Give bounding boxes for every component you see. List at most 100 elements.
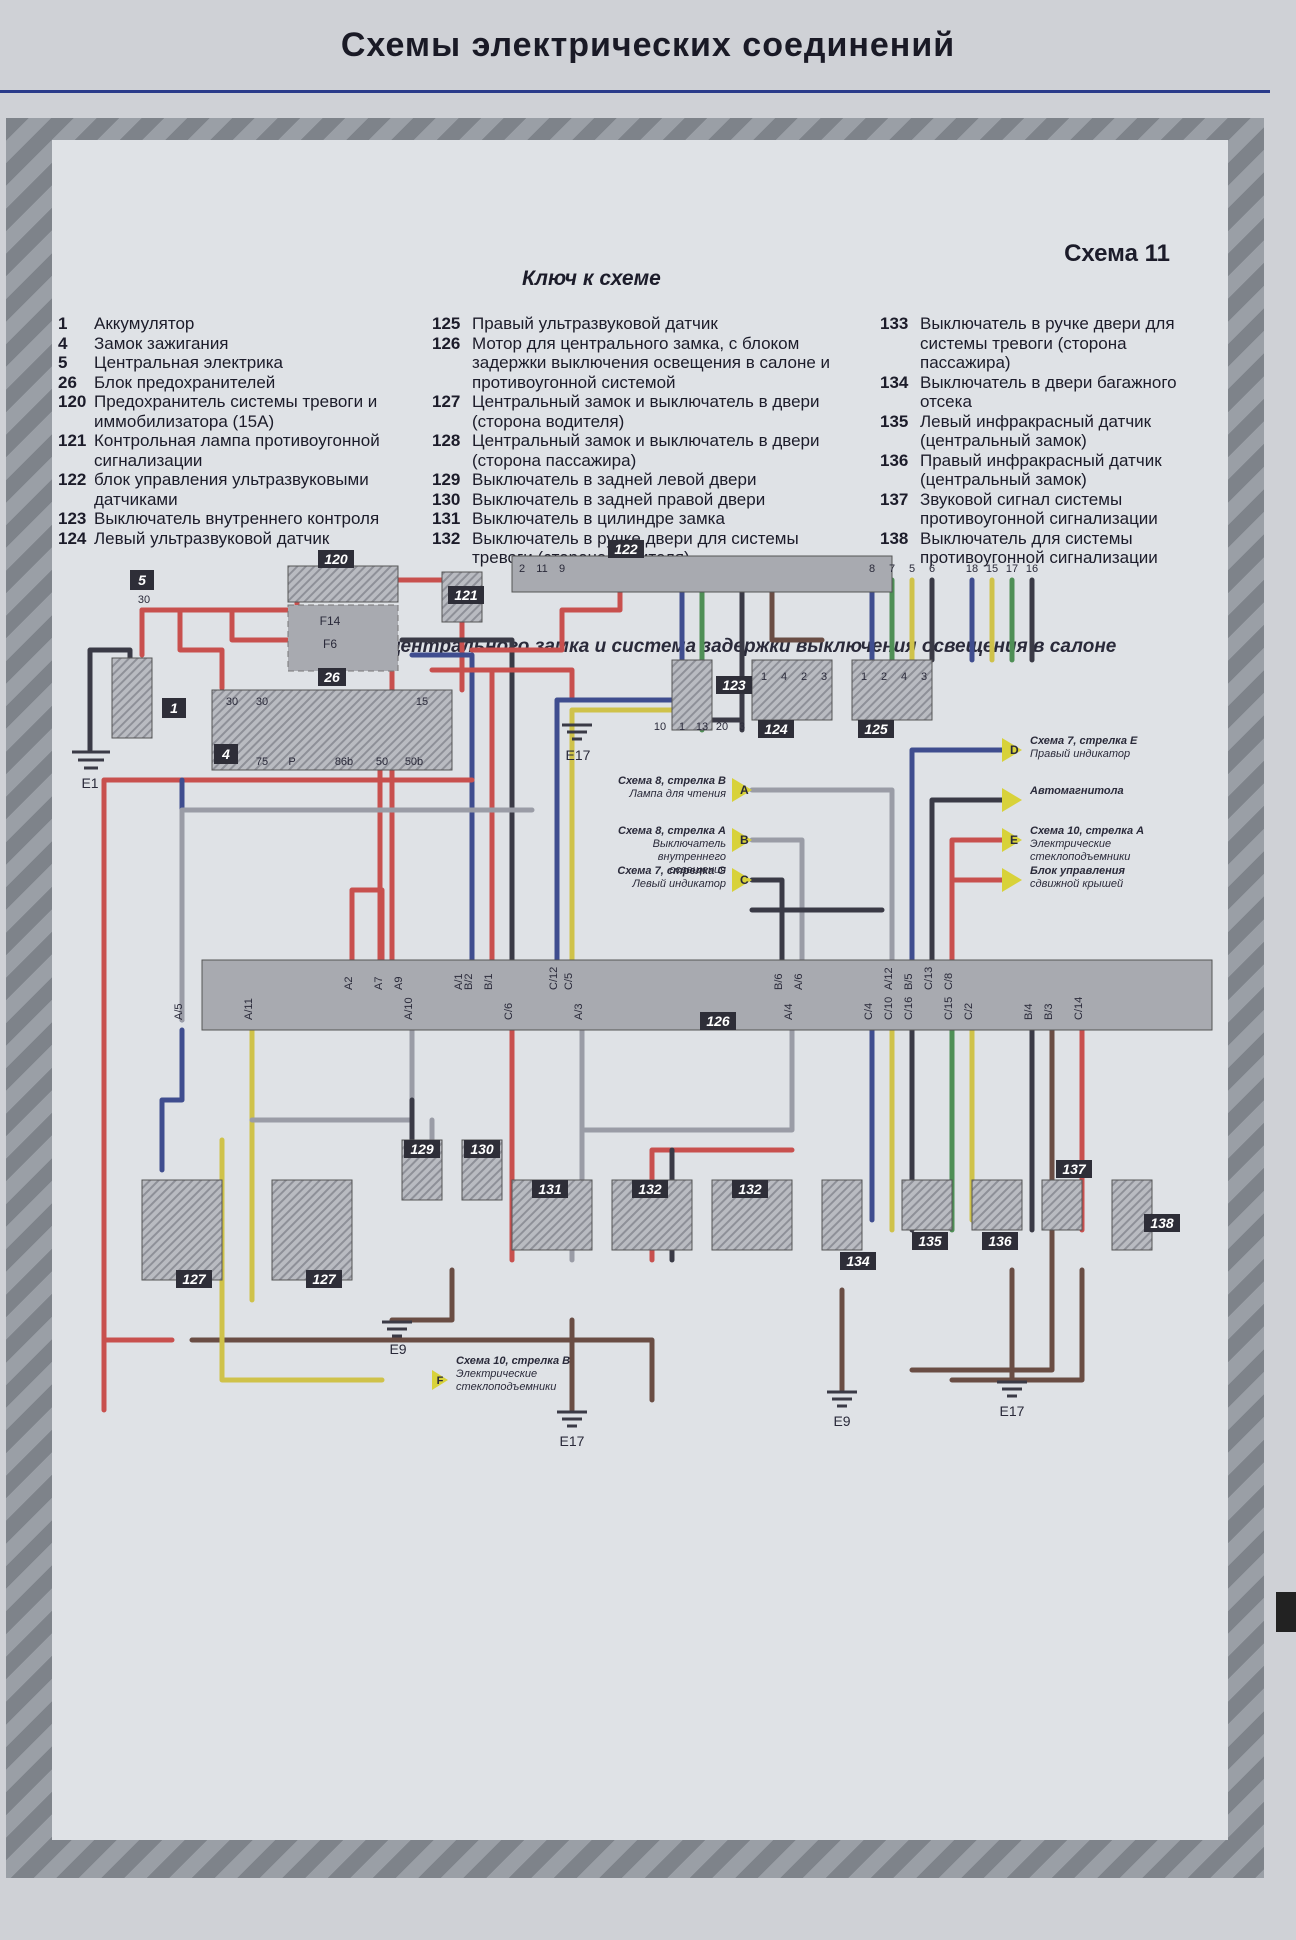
horn-137 xyxy=(1041,1179,1083,1231)
legend-item-text: Аккумулятор xyxy=(94,314,195,333)
legend-item-number: 135 xyxy=(880,411,909,431)
legend-item-text: Звуковой сигнал системы противоугонной с… xyxy=(920,489,1158,529)
legend-item-number: 136 xyxy=(880,450,909,470)
connector-pin-label: A/4 xyxy=(783,1003,795,1020)
arrow-label-line: Схема 8, стрелка A xyxy=(618,825,726,837)
connector-pin-label: C/8 xyxy=(943,973,955,990)
arrow-letter: A xyxy=(740,783,749,797)
tag-5: 5 xyxy=(138,572,146,588)
ground-labels: E1 E17 E9 E17 E9 E17 xyxy=(81,747,1024,1449)
fuse-f14: F14 xyxy=(320,614,341,628)
wires xyxy=(87,577,1085,1413)
component-tag-labels: 5 1 4 26 120 121 122 123 124 125 126 127… xyxy=(138,541,1174,1287)
connector-pin-label: B/2 xyxy=(463,973,475,990)
legend-item: 123 Выключатель внутреннего контроля xyxy=(58,509,418,529)
wire-30-ignition xyxy=(177,607,225,691)
pin-5: 5 xyxy=(909,563,915,575)
connector-pin-label: B/6 xyxy=(773,973,785,990)
connector-pin-label: C/4 xyxy=(863,1003,875,1020)
ground-e17-top: E17 xyxy=(566,747,591,763)
tag-1: 1 xyxy=(170,700,178,716)
legend-item-number: 123 xyxy=(58,509,87,528)
fuse-f6: F6 xyxy=(323,637,337,651)
arrow-label-line: Правый индикатор xyxy=(1030,748,1130,760)
tag-136: 136 xyxy=(988,1233,1012,1249)
sensor-125-pin-4: 4 xyxy=(901,671,907,683)
arrow-label-line: внутреннего xyxy=(658,851,726,863)
legend-item-number: 134 xyxy=(880,372,909,392)
tag-123: 123 xyxy=(722,677,746,693)
legend-item-text: Выключатель внутреннего контроля xyxy=(94,509,380,528)
ignition-switch-4 xyxy=(211,689,453,771)
connector-pin-label: C/6 xyxy=(503,1003,515,1020)
sensor-125 xyxy=(851,659,933,721)
connector-pin-label: A7 xyxy=(373,977,385,990)
tag-132-b: 132 xyxy=(738,1181,762,1197)
pin-17: 17 xyxy=(1006,563,1018,575)
pin-16: 16 xyxy=(1026,563,1038,575)
ground-e1: E1 xyxy=(81,775,98,791)
legend-item: 136 Правый инфракрасный датчик (центральн… xyxy=(880,451,1220,490)
tag-130: 130 xyxy=(470,1141,494,1157)
arrow-marker xyxy=(1002,788,1022,812)
legend-item-text: Левый инфракрасный датчик (центральный з… xyxy=(920,411,1152,451)
arrow-label-line: освещения xyxy=(669,864,726,876)
lock-127-right xyxy=(271,1179,353,1281)
arrow-marker xyxy=(1002,868,1022,892)
pin-3: 3 xyxy=(739,721,745,733)
connector-pin-label: C/16 xyxy=(903,997,915,1020)
sensor-124-pin-2: 2 xyxy=(801,671,807,683)
legend-item-text: Предохранитель системы тревоги и иммобил… xyxy=(94,392,378,431)
legend-item-text: Выключатель в цилиндре замка xyxy=(472,509,725,528)
pin-10: 10 xyxy=(654,721,666,733)
sensor-125-pin-1: 1 xyxy=(861,671,867,683)
legend-item-text: Выключатель в двери багажного отсека xyxy=(920,372,1177,412)
pin-7: 7 xyxy=(889,563,895,575)
arrow-f-line2: Электрические xyxy=(456,1368,537,1380)
tag-129: 129 xyxy=(410,1141,434,1157)
arrow-label-line: Лампа для чтения xyxy=(628,788,726,800)
pin-11: 11 xyxy=(536,563,547,575)
arrow-marker xyxy=(1002,738,1022,762)
ground-symbols xyxy=(72,723,1027,1428)
arrow-f-line3: стеклоподъемники xyxy=(456,1381,556,1393)
tag-132-a: 132 xyxy=(638,1181,662,1197)
connector-pin-label: C/13 xyxy=(923,967,935,990)
arrow-marker xyxy=(732,868,752,892)
connector-pin-label: B/4 xyxy=(1023,1003,1035,1020)
switch-134 xyxy=(821,1179,863,1251)
connector-pin-label: A/1 xyxy=(453,973,465,990)
tag-4: 4 xyxy=(221,746,230,762)
component-tags xyxy=(130,540,1180,1288)
arrow-marker xyxy=(732,828,752,852)
connector-pin-label: B/3 xyxy=(1043,1003,1055,1020)
connector-pin-label: A/3 xyxy=(573,1003,585,1020)
legend-item-text: Центральный замок и выключатель в двери … xyxy=(472,392,820,431)
arrow-label-line: Автомагнитола xyxy=(1029,785,1124,797)
legend-item-text: Блок предохранителей xyxy=(94,372,276,392)
legend-item-text: Правый инфракрасный датчик (центральный … xyxy=(920,450,1162,490)
fuse-labels: F14 F6 xyxy=(320,614,341,651)
scheme-number: Схема 11 xyxy=(1064,240,1170,267)
pin-18: 18 xyxy=(966,563,978,575)
tag-138: 138 xyxy=(1150,1215,1174,1231)
title-rule xyxy=(0,90,1270,93)
legend-item-number: 128 xyxy=(432,431,461,450)
legend-item-number: 5 xyxy=(58,353,68,372)
tag-121: 121 xyxy=(454,587,478,603)
arrow-f-line1: Схема 10, стрелка B xyxy=(456,1355,570,1367)
page-title: Схемы электрических соединений xyxy=(340,26,956,64)
terminal-p: P xyxy=(288,756,295,768)
tag-134: 134 xyxy=(846,1253,870,1269)
legend-item-number: 129 xyxy=(432,470,461,489)
